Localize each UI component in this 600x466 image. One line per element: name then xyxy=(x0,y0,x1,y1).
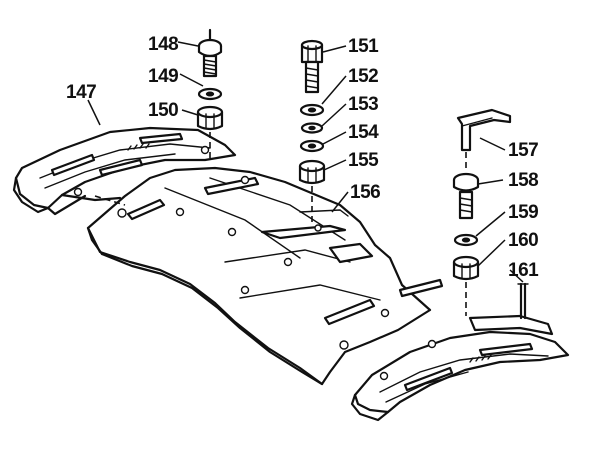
main-deck-plate xyxy=(86,166,444,386)
callout-161: 161 xyxy=(508,260,539,281)
callout-157: 157 xyxy=(508,140,538,161)
callout-158: 158 xyxy=(508,170,538,191)
leader-lines xyxy=(87,41,524,283)
callout-150: 150 xyxy=(148,100,178,121)
callout-148: 148 xyxy=(148,34,178,55)
callout-159: 159 xyxy=(508,202,538,223)
callout-156: 156 xyxy=(350,182,380,203)
callout-147: 147 xyxy=(66,82,96,103)
callout-153: 153 xyxy=(348,94,378,115)
callout-151: 151 xyxy=(348,36,379,57)
callout-numbers: 148 149 150 147 151 152 153 154 155 156 … xyxy=(66,34,540,281)
left-skid-147 xyxy=(12,126,237,216)
callout-152: 152 xyxy=(348,66,378,87)
callout-155: 155 xyxy=(348,150,379,171)
hardware-stack-148-150 xyxy=(196,28,224,160)
callout-160: 160 xyxy=(508,230,538,251)
callout-154: 154 xyxy=(348,122,379,143)
hardware-stack-157-160 xyxy=(452,108,529,320)
hardware-stack-151-155 xyxy=(298,39,326,222)
callout-149: 149 xyxy=(148,66,178,87)
right-skid xyxy=(350,314,570,422)
